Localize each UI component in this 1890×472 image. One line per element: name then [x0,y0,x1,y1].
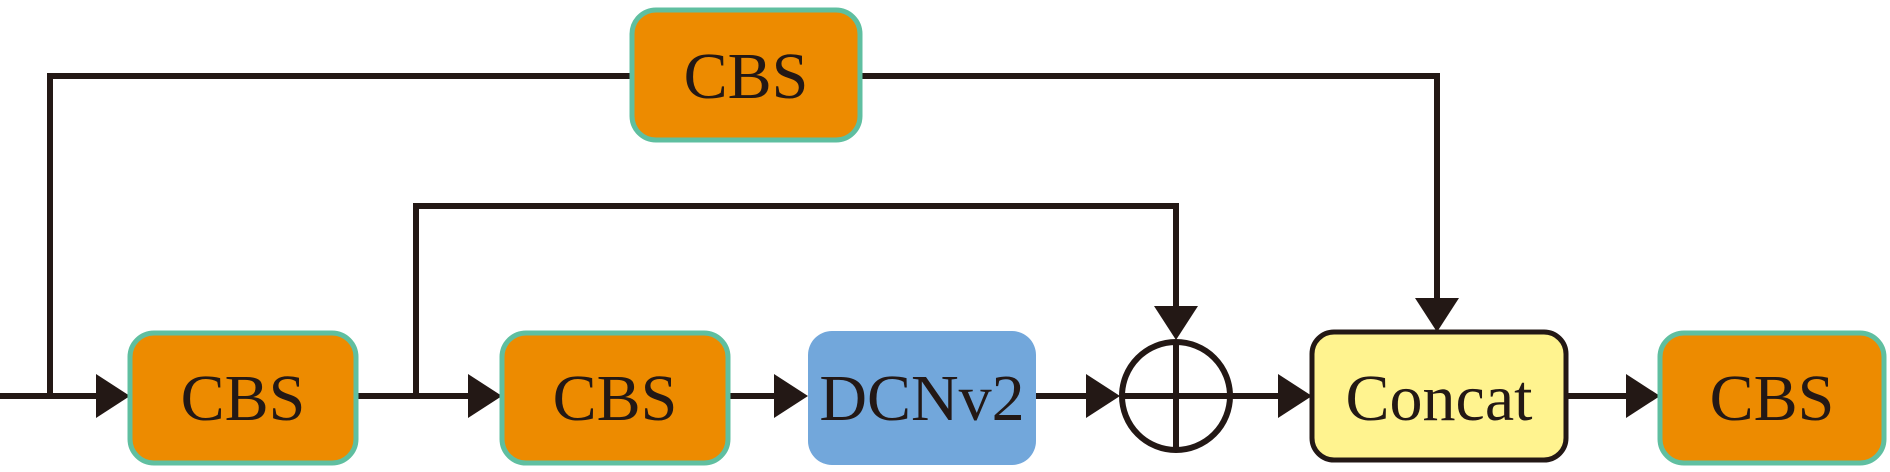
cbs-2-label: CBS [553,362,678,435]
concat-label: Concat [1346,362,1533,435]
arrow-into-cbs-out [1626,374,1660,418]
top-branch-line-in [47,73,632,396]
concat-node: Concat [1309,329,1569,463]
connectors [0,73,1660,418]
cbs-1-box [127,330,359,466]
arrow-into-add-top [1154,306,1198,340]
cbs-top-box [629,7,863,143]
top-branch-line-out [860,73,1440,300]
arrow-into-cbs-2 [468,374,502,418]
cbs-out-node: CBS [1657,330,1887,466]
arrow-into-concat [1278,374,1312,418]
concat-box [1309,329,1569,463]
dcnv2-box [808,331,1036,465]
arrow-into-add [1086,374,1120,418]
cbs-out-box [1657,330,1887,466]
cbs-top-label: CBS [684,40,809,113]
dcnv2-label: DCNv2 [819,362,1024,435]
add-node [1119,339,1233,453]
cbs-1-node: CBS [127,330,359,466]
arrow-into-cbs-1 [96,374,130,418]
cbs-1-label: CBS [181,362,306,435]
arrow-into-concat-top [1415,298,1459,332]
arrow-into-dcnv2 [774,374,808,418]
residual-branch-line [413,203,1179,396]
cbs-out-label: CBS [1710,362,1835,435]
cbs-2-node: CBS [499,330,731,466]
dcnv2-node: DCNv2 [808,331,1036,465]
cbs-top-node: CBS [629,7,863,143]
cbs-2-box [499,330,731,466]
